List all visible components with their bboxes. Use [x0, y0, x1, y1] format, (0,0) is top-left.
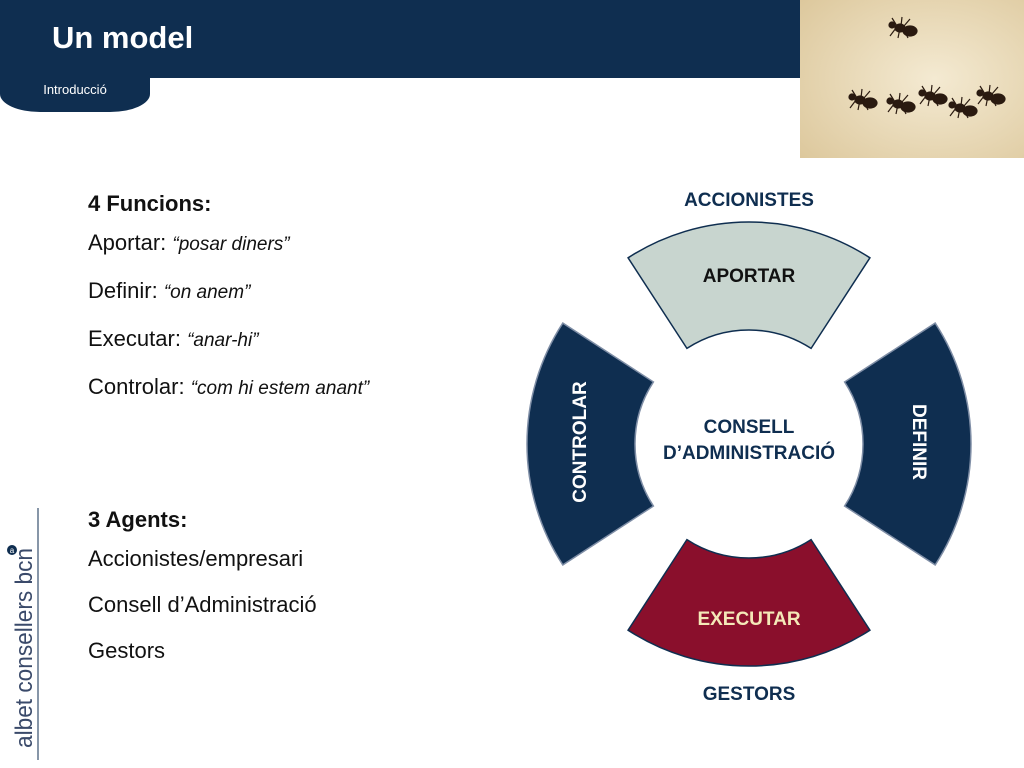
center-line-2: D’ADMINISTRACIÓ — [663, 442, 835, 464]
functions-block: 4 Funcions: Aportar: “posar diners” Defi… — [88, 188, 528, 412]
segment-label-aportar: APORTAR — [703, 266, 796, 287]
function-definir: Definir: “on anem” — [88, 268, 528, 316]
function-verb: Controlar: — [88, 374, 185, 399]
segment-controlar — [526, 322, 655, 566]
segment-executar — [627, 538, 871, 667]
logo-text: albet consellers bcn — [11, 548, 38, 748]
company-logo: albet consellers bcn a — [7, 508, 39, 760]
agents-block: 3 Agents: Accionistes/empresari Consell … — [88, 504, 317, 674]
section-tab-label: Introducció — [43, 82, 107, 97]
function-verb: Executar: — [88, 326, 181, 351]
segment-aportar — [627, 221, 871, 350]
function-quote: “anar-hi” — [187, 330, 259, 351]
header-bar — [0, 0, 800, 78]
function-controlar: Controlar: “com hi estem anant” — [88, 364, 528, 412]
center-line-1: CONSELL — [704, 417, 795, 438]
function-verb: Definir: — [88, 278, 158, 303]
segment-label-executar: EXECUTAR — [697, 609, 800, 630]
functions-heading: 4 Funcions: — [88, 191, 212, 216]
segment-definir — [843, 322, 972, 566]
label-gestors: GESTORS — [703, 684, 796, 705]
function-verb: Aportar: — [88, 230, 167, 255]
ants-photo — [800, 0, 1024, 158]
label-accionistes: ACCIONISTES — [684, 190, 814, 211]
function-quote: “on anem” — [163, 282, 251, 303]
function-aportar: Aportar: “posar diners” — [88, 220, 528, 268]
svg-text:a: a — [10, 546, 15, 555]
agent-consell: Consell d’Administració — [88, 592, 317, 617]
function-quote: “com hi estem anant” — [190, 378, 370, 399]
segment-label-definir: DEFINIR — [908, 404, 929, 480]
function-quote: “posar diners” — [172, 234, 290, 255]
agent-accionistes: Accionistes/empresari — [88, 546, 304, 571]
page-title: Un model — [52, 20, 194, 55]
section-tab — [0, 72, 150, 112]
governance-diagram: ACCIONISTES GESTORS CONSELL D’ADMINISTRA… — [526, 190, 972, 705]
agents-heading: 3 Agents: — [88, 507, 188, 532]
function-executar: Executar: “anar-hi” — [88, 316, 528, 364]
agent-gestors: Gestors — [88, 638, 166, 663]
segment-label-controlar: CONTROLAR — [570, 381, 591, 503]
